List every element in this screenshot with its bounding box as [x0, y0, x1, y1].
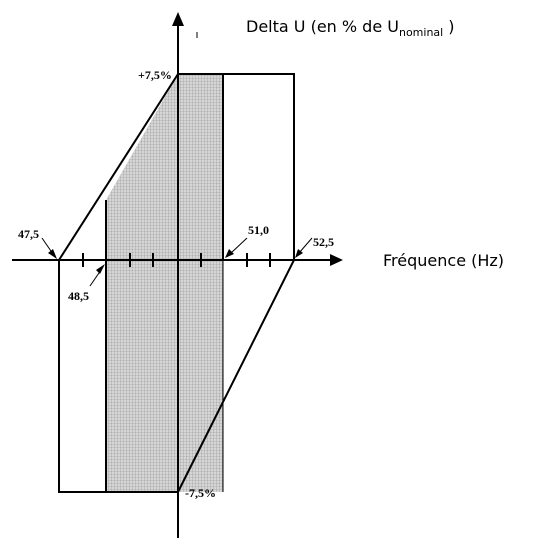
pointer-51-0: [225, 237, 248, 258]
pointer-47-5: [41, 237, 57, 259]
pointer-52-5: [295, 237, 313, 258]
label-51-0: 51,0: [248, 223, 269, 237]
label-52-5: 52,5: [313, 235, 334, 249]
lower-extension-rectangle: [58, 260, 178, 493]
label-minus-7-5: -7,5%: [185, 486, 216, 500]
y-axis-arrowhead: [172, 12, 184, 26]
x-axis-arrowhead: [330, 254, 343, 266]
label-plus-7-5: +7,5%: [138, 68, 172, 82]
x-axis-label: Fréquence (Hz): [383, 251, 504, 270]
pointer-48-5: [89, 264, 105, 287]
x-axis-ticks: [82, 253, 271, 267]
shaded-operating-zone: [106, 74, 223, 492]
y-axis-label: Delta U (en % de Unominal ): [246, 17, 455, 39]
label-48-5: 48,5: [68, 289, 89, 303]
upper-extension-rectangle: [178, 73, 295, 260]
label-47-5: 47,5: [18, 227, 39, 241]
